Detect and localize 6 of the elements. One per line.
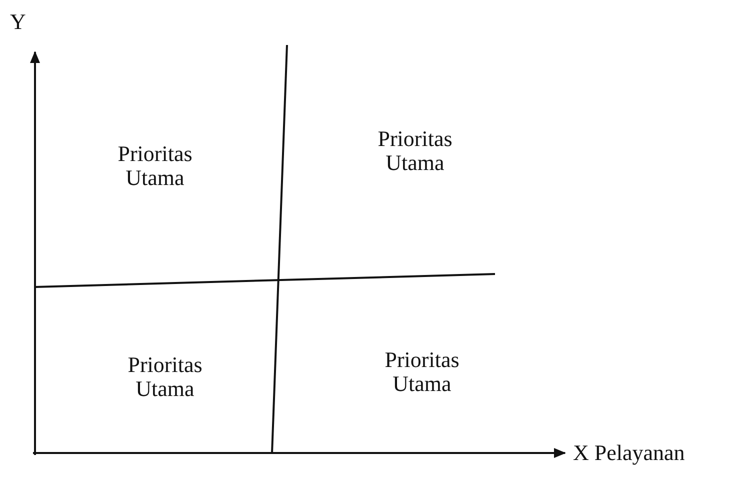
quadrant-label: Prioritas Utama bbox=[116, 142, 194, 190]
axis-label: X Pelayanan bbox=[573, 441, 685, 465]
quadrant-label: Prioritas Utama bbox=[126, 353, 204, 401]
quadrant-label: Prioritas Utama bbox=[384, 348, 460, 396]
quadrant-label: Prioritas Utama bbox=[376, 127, 454, 175]
axis-label: Y bbox=[10, 10, 26, 34]
